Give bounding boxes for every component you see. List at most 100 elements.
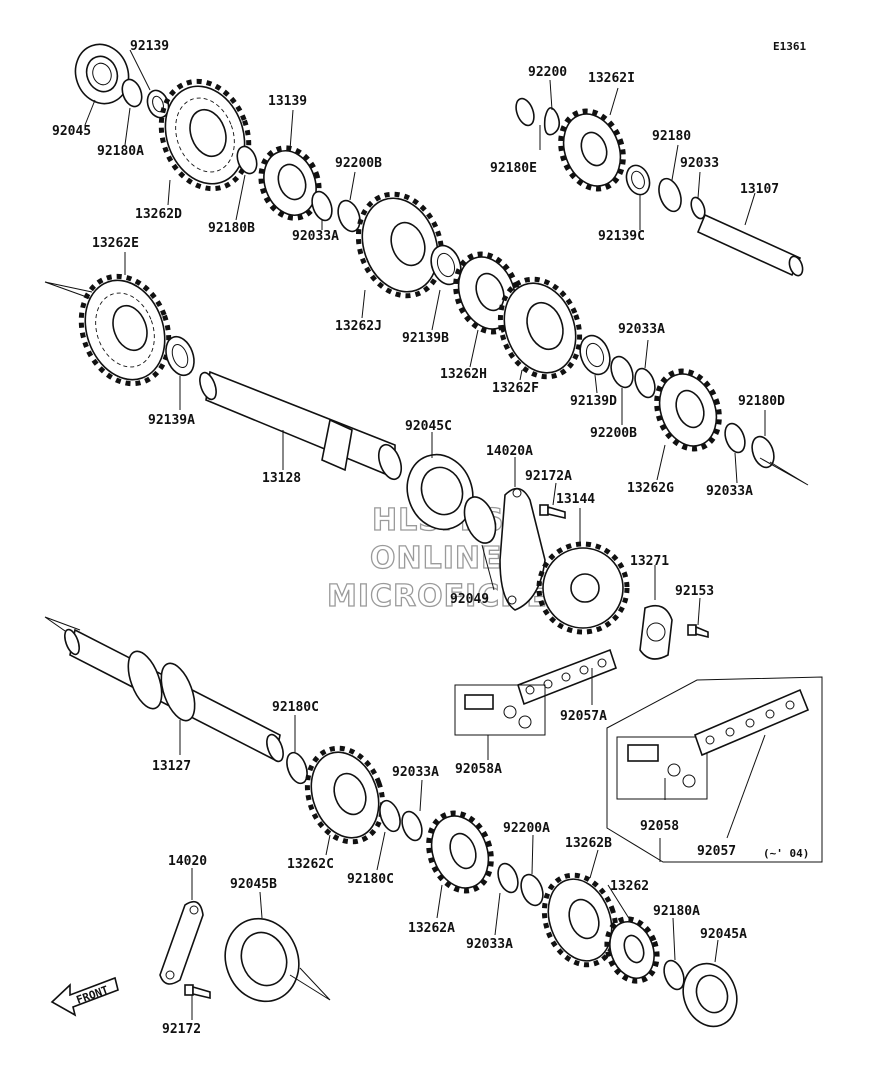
bushing-92139A bbox=[165, 335, 195, 377]
label-92033A-1: 92033A bbox=[292, 229, 339, 244]
washer-92200B bbox=[337, 199, 361, 233]
bearing-92045 bbox=[74, 43, 130, 105]
gear-13262G bbox=[654, 368, 722, 452]
part-labels: 92139 92045 92180A 13262D 13139 92180B 9… bbox=[52, 39, 809, 1037]
label-92180C-2: 92180C bbox=[347, 872, 394, 887]
washer-92180D bbox=[751, 435, 775, 469]
circlip-92033A-5 bbox=[497, 862, 519, 894]
gear-13262D bbox=[158, 78, 252, 192]
washer-92180C-2 bbox=[379, 799, 401, 833]
label-13262J: 13262J bbox=[335, 319, 382, 334]
plate-14020A bbox=[499, 487, 546, 611]
label-14020A: 14020A bbox=[486, 444, 533, 459]
label-13262H: 13262H bbox=[440, 367, 487, 382]
label-13262E: 13262E bbox=[92, 236, 139, 251]
label-92045: 92045 bbox=[52, 124, 91, 139]
bearing-92045A bbox=[682, 962, 738, 1028]
sprocket-13144 bbox=[536, 541, 630, 635]
label-13128: 13128 bbox=[262, 471, 301, 486]
gear-13262F bbox=[497, 276, 583, 380]
label-92180D: 92180D bbox=[738, 394, 785, 409]
circlip-92033A bbox=[311, 190, 333, 222]
bolt-92153 bbox=[687, 624, 709, 639]
label-92139D: 92139D bbox=[570, 394, 617, 409]
label-92180C: 92180C bbox=[272, 700, 319, 715]
diagram-code: E1361 bbox=[773, 40, 806, 53]
label-92033A-3: 92033A bbox=[706, 484, 753, 499]
gear-13262I bbox=[558, 108, 626, 192]
key-92200 bbox=[543, 107, 561, 136]
label-92172A: 92172A bbox=[525, 469, 572, 484]
washer-92200A bbox=[520, 873, 544, 907]
label-92139B: 92139B bbox=[402, 331, 449, 346]
circlip-92033A-3 bbox=[724, 422, 746, 454]
label-13262F: 13262F bbox=[492, 381, 539, 396]
circlip-92033A-4 bbox=[401, 810, 423, 842]
gear-13262 bbox=[604, 916, 660, 984]
plate-13271 bbox=[639, 604, 673, 660]
label-92033: 92033 bbox=[680, 156, 719, 171]
label-92180A: 92180A bbox=[97, 144, 144, 159]
label-92180: 92180 bbox=[652, 129, 691, 144]
label-92045B: 92045B bbox=[230, 877, 277, 892]
label-92058: 92058 bbox=[640, 819, 679, 834]
bolt-92172 bbox=[184, 984, 211, 1000]
label-13262I: 13262I bbox=[588, 71, 635, 86]
gear-13262C bbox=[304, 745, 386, 845]
label-13127: 13127 bbox=[152, 759, 191, 774]
gear-13262J bbox=[355, 191, 445, 299]
date-note: (~' 04) bbox=[763, 847, 809, 860]
box-92058A bbox=[454, 684, 546, 736]
label-13262D: 13262D bbox=[135, 207, 182, 222]
label-14020: 14020 bbox=[168, 854, 207, 869]
axis-arrow-right-1 bbox=[759, 457, 809, 486]
chain-link-kit-92058A bbox=[464, 694, 532, 729]
bushing-92139C bbox=[625, 164, 651, 196]
label-92049: 92049 bbox=[450, 592, 489, 607]
label-13262: 13262 bbox=[610, 879, 649, 894]
washer-92180E bbox=[515, 97, 535, 127]
circlip-92033 bbox=[690, 196, 706, 220]
label-13262G: 13262G bbox=[627, 481, 674, 496]
label-92045C: 92045C bbox=[405, 419, 452, 434]
label-92153: 92153 bbox=[675, 584, 714, 599]
label-92058A: 92058A bbox=[455, 762, 502, 777]
circlip-92033A-2 bbox=[634, 367, 656, 399]
label-13271: 13271 bbox=[630, 554, 669, 569]
label-92200B-2: 92200B bbox=[590, 426, 637, 441]
gear-13139 bbox=[258, 145, 322, 221]
axis-arrow-right-2 bbox=[289, 967, 331, 1001]
label-92057: 92057 bbox=[697, 844, 736, 859]
label-92200: 92200 bbox=[528, 65, 567, 80]
label-92180E: 92180E bbox=[490, 161, 537, 176]
chain-link-kit-92058 bbox=[627, 744, 696, 788]
bearing-92045C bbox=[406, 453, 474, 531]
label-92139A: 92139A bbox=[148, 413, 195, 428]
washer-92180B bbox=[236, 145, 258, 175]
bearing-92045B bbox=[224, 917, 300, 1003]
shaft-13127 bbox=[64, 628, 284, 763]
washer-92200B-2 bbox=[610, 355, 634, 389]
label-13139: 13139 bbox=[268, 94, 307, 109]
gear-13262B bbox=[541, 872, 619, 968]
bushing-92139D bbox=[579, 334, 611, 376]
box-92058 bbox=[616, 736, 708, 800]
axis-arrow-left-1 bbox=[44, 281, 96, 301]
label-92200B: 92200B bbox=[335, 156, 382, 171]
washer-92180A bbox=[121, 78, 143, 108]
label-92033A-2: 92033A bbox=[618, 322, 665, 337]
washer-92180 bbox=[658, 177, 682, 213]
label-92057A: 92057A bbox=[560, 709, 607, 724]
shaft-13128 bbox=[199, 370, 403, 481]
washer-92180C bbox=[286, 751, 308, 785]
front-arrow: FRONT bbox=[50, 976, 119, 1017]
leader-lines bbox=[84, 49, 766, 1020]
label-13107: 13107 bbox=[740, 182, 779, 197]
label-92139C: 92139C bbox=[598, 229, 645, 244]
label-92200A: 92200A bbox=[503, 821, 550, 836]
label-13144: 13144 bbox=[556, 492, 595, 507]
label-13262C: 13262C bbox=[287, 857, 334, 872]
bolt-92172A bbox=[539, 504, 566, 520]
gear-13262E bbox=[78, 273, 172, 387]
